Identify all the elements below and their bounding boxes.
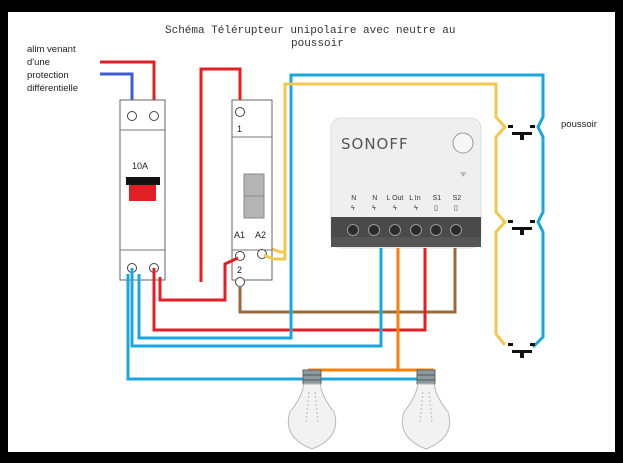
breaker-lever — [126, 177, 160, 185]
lightning-icon: ϟ — [372, 205, 376, 212]
sonoff-pairing-button[interactable] — [452, 132, 474, 154]
remote-switch-relay: 1 A1 A2 2 — [231, 99, 273, 287]
relay-label-1: 1 — [237, 124, 242, 134]
sonoff-brand: SONOFF — [341, 135, 409, 153]
sonoff-terminal-screw — [430, 224, 442, 236]
sonoff-terminal-screw — [450, 224, 462, 236]
wifi-icon: ᯤ — [460, 171, 467, 178]
pushbutton-label: poussoir — [561, 119, 597, 130]
wire-relay-to-s2 — [238, 248, 457, 314]
wire-load-to-lamps — [308, 248, 400, 372]
light-bulb-icon — [287, 369, 337, 450]
wire-neutral-to-lamps — [126, 274, 433, 381]
supply-label-line2: d'une — [27, 57, 50, 68]
breaker-terminal-top-l — [149, 111, 159, 121]
diagram-title-line2: poussoir — [291, 38, 344, 50]
diagram-svg: Schéma Télérupteur unipolaire avec neutr… — [27, 25, 597, 450]
lightning-icon: ϟ — [351, 205, 355, 212]
sonoff-terminal-screw — [389, 224, 401, 236]
supply-label-line3: protection — [27, 70, 69, 81]
wire-supply-phase — [100, 60, 156, 104]
relay-label-2: 2 — [237, 265, 242, 275]
sonoff-terminal-label: N — [351, 195, 356, 202]
relay-terminal-1 — [235, 107, 245, 117]
supply-label-line1: alim venant — [27, 44, 76, 55]
wire-neutral-to-relay — [137, 248, 293, 340]
breaker-rating: 10A — [132, 161, 148, 171]
sonoff-terminal-label: N — [372, 195, 377, 202]
wire-phase-to-a1 — [158, 256, 239, 302]
relay-terminal-2 — [235, 277, 245, 287]
switch-input-icon: ▯ — [454, 205, 458, 212]
sonoff-terminal-screw — [410, 224, 422, 236]
relay-label-a2: A2 — [255, 230, 266, 240]
sonoff-terminal-label: L In — [409, 195, 421, 202]
pushbutton-switch[interactable] — [508, 343, 535, 358]
wire-phase-to-relay — [199, 67, 242, 282]
light-bulb-icon — [401, 369, 451, 450]
pushbutton-switch[interactable] — [508, 125, 535, 140]
circuit-breaker: 10A — [119, 99, 166, 281]
diagram-title-line1: Schéma Télérupteur unipolaire avec neutr… — [165, 25, 455, 37]
breaker-terminal-top-n — [127, 111, 137, 121]
sonoff-terminal-label: L Out — [387, 195, 404, 202]
wire-neutral-to-sonoff — [130, 248, 383, 348]
wire-a2 — [263, 248, 287, 261]
lightning-icon: ϟ — [414, 205, 418, 212]
wire-neutral-to-pushbuttons — [289, 73, 545, 349]
wiring-diagram: Schéma Télérupteur unipolaire avec neutr… — [8, 12, 615, 452]
pushbutton-switch[interactable] — [508, 220, 535, 235]
sonoff-terminal-screw — [347, 224, 359, 236]
supply-label-line4: différentielle — [27, 83, 78, 94]
switch-input-icon: ▯ — [434, 205, 438, 212]
sonoff-terminal-screw — [368, 224, 380, 236]
relay-label-a1: A1 — [234, 230, 245, 240]
wire-supply-neutral — [100, 72, 134, 104]
sonoff-terminal-label: S1 — [433, 195, 442, 202]
lightning-icon: ϟ — [393, 205, 397, 212]
sonoff-terminal-label: S2 — [453, 195, 462, 202]
